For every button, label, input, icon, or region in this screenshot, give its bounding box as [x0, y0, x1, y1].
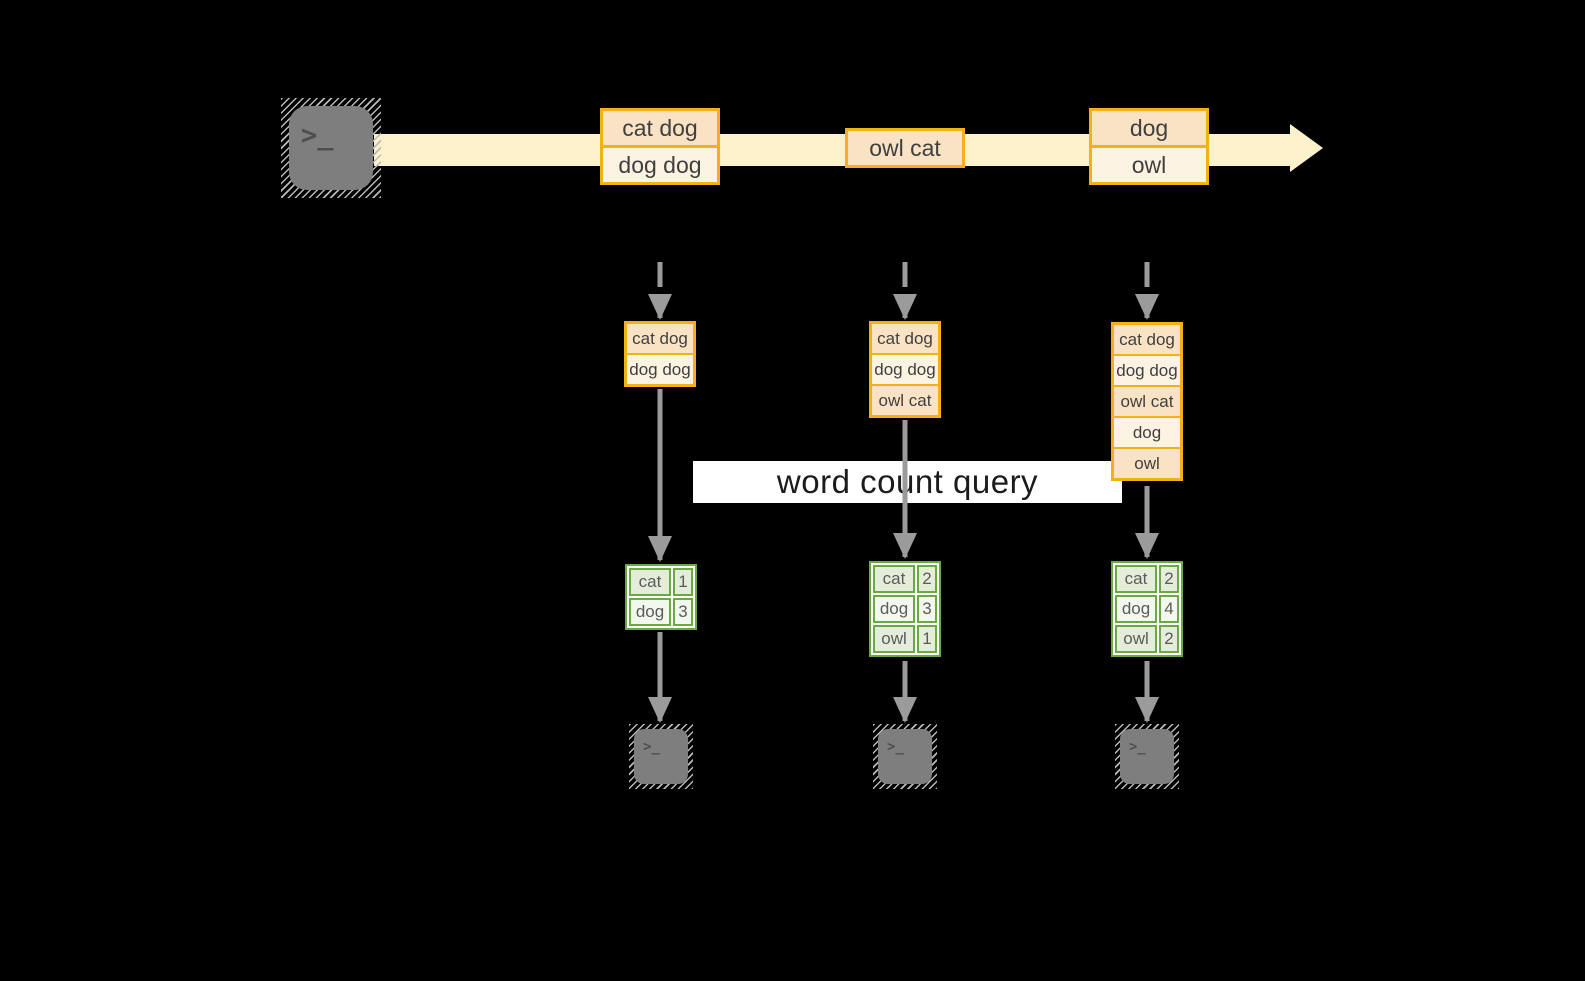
terminal-prompt-icon: >_ — [1129, 739, 1146, 755]
count-word-cell: cat — [873, 565, 915, 593]
batch-line: owl cat — [1114, 385, 1180, 416]
count-value-cell: 2 — [1159, 625, 1179, 653]
count-table: cat 2 dog 4 owl 2 — [1111, 561, 1183, 657]
batch-line: dog dog — [872, 353, 938, 384]
count-row: cat 2 — [873, 565, 937, 593]
count-row: cat 2 — [1115, 565, 1179, 593]
batch-line: cat dog — [872, 324, 938, 353]
source-terminal-icon: >_ — [281, 98, 381, 198]
terminal-body: >_ — [289, 106, 373, 190]
terminal-prompt-icon: >_ — [643, 739, 660, 755]
count-row: owl 1 — [873, 625, 937, 653]
count-word-cell: dog — [873, 595, 915, 623]
count-value-cell: 1 — [673, 568, 693, 596]
count-word-cell: cat — [1115, 565, 1157, 593]
stream-event-line: cat dog — [603, 111, 717, 145]
count-value-cell: 2 — [1159, 565, 1179, 593]
batch-line: cat dog — [1114, 325, 1180, 354]
batch-line: dog dog — [1114, 354, 1180, 385]
count-word-cell: dog — [1115, 595, 1157, 623]
stream-event-box: owl cat — [845, 128, 965, 168]
terminal-body: >_ — [1120, 729, 1174, 784]
terminal-prompt-icon: >_ — [887, 739, 904, 755]
count-row: dog 3 — [873, 595, 937, 623]
stream-arrowhead-icon — [1290, 124, 1323, 172]
sink-terminal-icon: >_ — [1115, 724, 1179, 789]
sink-terminal-icon: >_ — [873, 724, 937, 789]
batch-line: dog — [1114, 416, 1180, 447]
count-value-cell: 1 — [917, 625, 937, 653]
query-label-band: word count query — [693, 461, 1122, 503]
stream-event-line: owl cat — [848, 131, 962, 165]
sink-terminal-icon: >_ — [629, 724, 693, 789]
count-row: owl 2 — [1115, 625, 1179, 653]
count-row: dog 4 — [1115, 595, 1179, 623]
stream-event-line: dog dog — [603, 145, 717, 182]
count-table: cat 2 dog 3 owl 1 — [869, 561, 941, 657]
count-value-cell: 2 — [917, 565, 937, 593]
count-row: cat 1 — [629, 568, 693, 596]
batch-line: owl — [1114, 447, 1180, 478]
count-value-cell: 4 — [1159, 595, 1179, 623]
count-word-cell: owl — [1115, 625, 1157, 653]
batch-line: cat dog — [627, 324, 693, 353]
count-value-cell: 3 — [917, 595, 937, 623]
count-value-cell: 3 — [673, 598, 693, 626]
count-word-cell: dog — [629, 598, 671, 626]
stream-event-line: dog — [1092, 111, 1206, 145]
terminal-prompt-icon: >_ — [301, 120, 334, 151]
terminal-body: >_ — [878, 729, 932, 784]
count-word-cell: cat — [629, 568, 671, 596]
count-word-cell: owl — [873, 625, 915, 653]
batch-line: owl cat — [872, 384, 938, 415]
count-row: dog 3 — [629, 598, 693, 626]
query-label: word count query — [776, 463, 1039, 500]
count-table: cat 1 dog 3 — [625, 564, 697, 630]
terminal-body: >_ — [634, 729, 688, 784]
batch-line: dog dog — [627, 353, 693, 384]
stream-event-line: owl — [1092, 145, 1206, 182]
